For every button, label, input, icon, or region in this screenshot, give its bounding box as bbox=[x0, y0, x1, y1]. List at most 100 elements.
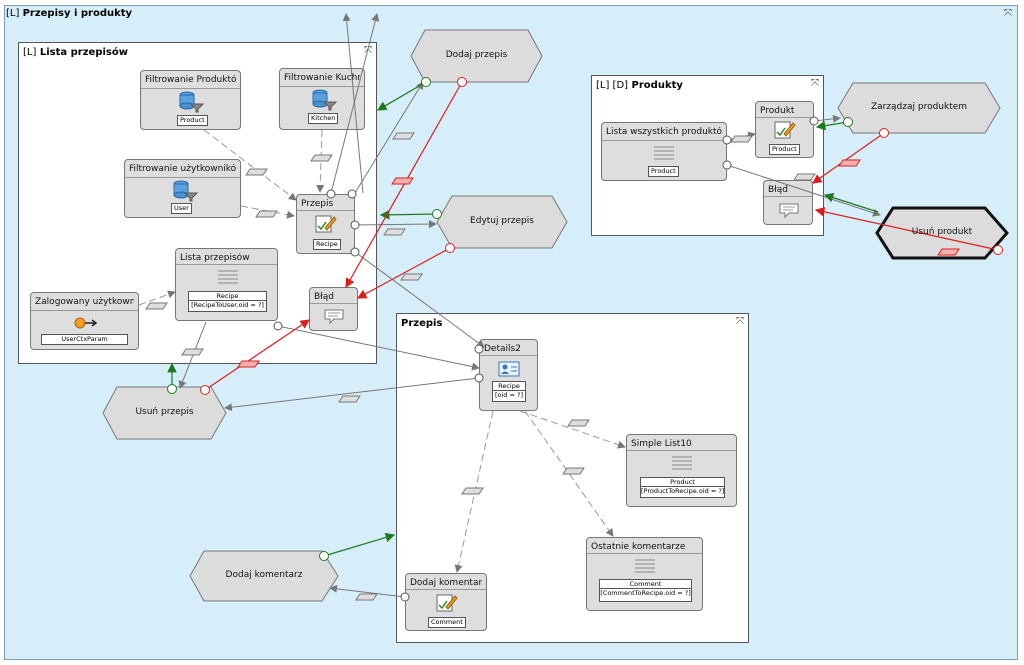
flow-ko bbox=[356, 247, 451, 299]
port[interactable] bbox=[474, 373, 484, 383]
box-filtrowanie-uzytkownikow[interactable]: Filtrowanie użytkowników User bbox=[124, 159, 241, 218]
box-lista-przepisow[interactable]: Lista przepisów Recipe [RecipeToUser.oid… bbox=[175, 248, 278, 321]
link-marker bbox=[838, 159, 861, 167]
flow-ok bbox=[379, 210, 438, 220]
ko-port[interactable] bbox=[993, 245, 1003, 255]
box-dodaj-komentarz[interactable]: Dodaj komentarz Comment bbox=[405, 573, 487, 631]
link-marker bbox=[181, 348, 204, 356]
outer-collapse-icon[interactable]: ⤧ bbox=[1004, 8, 1012, 19]
box-zalogowany-uzytkownik[interactable]: Zalogowany użytkownik UserCtxParam bbox=[30, 292, 139, 350]
port[interactable] bbox=[400, 592, 410, 602]
link-marker bbox=[392, 132, 415, 140]
box-divider bbox=[280, 86, 364, 87]
port[interactable] bbox=[347, 189, 357, 199]
box-divider bbox=[125, 177, 240, 178]
ok-port[interactable] bbox=[843, 117, 853, 127]
outer-prefix: [L] bbox=[6, 8, 20, 19]
link-marker bbox=[355, 593, 378, 601]
link-marker bbox=[237, 360, 260, 368]
flow-ko bbox=[204, 319, 310, 391]
box-divider bbox=[756, 117, 813, 118]
flow-nav bbox=[329, 584, 406, 598]
port[interactable] bbox=[809, 116, 819, 126]
box-entity-tag: Product bbox=[648, 166, 679, 177]
op-usun-przepis[interactable] bbox=[102, 386, 227, 440]
port[interactable] bbox=[273, 321, 283, 331]
box-details2[interactable]: Details2 Recipe [oid = ?] bbox=[479, 339, 538, 411]
ko-port[interactable] bbox=[879, 128, 889, 138]
link-marker bbox=[400, 273, 423, 281]
list-icon bbox=[635, 559, 655, 573]
flow-ok bbox=[815, 120, 849, 131]
link-marker bbox=[937, 248, 960, 256]
flow-ko bbox=[814, 207, 999, 251]
context-param-icon bbox=[74, 317, 98, 329]
ok-port[interactable] bbox=[432, 209, 442, 219]
op-dodaj-przepis[interactable] bbox=[410, 29, 543, 83]
panel-lista-przepisow-title: [L] Lista przepisów bbox=[23, 47, 128, 58]
edit-form-icon bbox=[774, 121, 796, 139]
link-marker bbox=[383, 228, 406, 236]
ok-port[interactable] bbox=[167, 384, 177, 394]
box-title: Błąd bbox=[314, 292, 334, 302]
op-dodaj-komentarz[interactable] bbox=[189, 550, 339, 602]
link-marker bbox=[461, 487, 484, 495]
panel-collapse-icon[interactable]: ⤧ bbox=[736, 316, 744, 327]
ko-port[interactable] bbox=[457, 77, 467, 87]
ko-port[interactable] bbox=[445, 243, 455, 253]
details-icon bbox=[498, 361, 520, 377]
op-usun-produkt-label: Usuń produkt bbox=[911, 227, 973, 237]
flow-dashed bbox=[138, 290, 176, 306]
box-title: Dodaj komentarz bbox=[410, 578, 482, 588]
box-title: Filtrowanie Produktów bbox=[145, 75, 236, 85]
op-edytuj-przepis[interactable] bbox=[436, 195, 568, 249]
panel-title-text: Lista przepisów bbox=[39, 47, 128, 58]
box-filtrowanie-produktow[interactable]: Filtrowanie Produktów Product bbox=[140, 70, 241, 130]
box-lista-wszystkich-produktow[interactable]: Lista wszystkich produktów Product bbox=[601, 122, 727, 181]
box-entity-tag: UserCtxParam bbox=[41, 334, 128, 345]
op-usun-produkt[interactable] bbox=[875, 206, 1009, 260]
op-dodaj-komentarz-label: Dodaj komentarz bbox=[225, 570, 303, 580]
link-marker bbox=[245, 168, 268, 176]
box-blad-produkty[interactable]: Błąd bbox=[763, 180, 813, 225]
op-zarzadzaj-produktem[interactable] bbox=[837, 82, 1001, 134]
tag-filter: [oid = ?] bbox=[493, 390, 525, 399]
port[interactable] bbox=[326, 189, 336, 199]
link-marker bbox=[310, 154, 333, 162]
database-filter-icon bbox=[312, 89, 338, 111]
box-filtrowanie-kuchnii[interactable]: Filtrowanie Kuchnii Kitchen bbox=[279, 68, 365, 130]
ko-port[interactable] bbox=[200, 385, 210, 395]
port[interactable] bbox=[474, 344, 484, 354]
database-filter-icon bbox=[179, 91, 205, 113]
edit-form-icon bbox=[436, 594, 458, 612]
box-entity-tag: Comment [CommentToRecipe.oid = ?] bbox=[599, 579, 692, 602]
flow-nav bbox=[224, 377, 480, 412]
box-divider bbox=[31, 310, 138, 311]
panel-title-text: Produkty bbox=[631, 80, 683, 91]
port[interactable] bbox=[350, 247, 360, 257]
port[interactable] bbox=[722, 160, 732, 170]
list-icon bbox=[672, 456, 692, 470]
ok-port[interactable] bbox=[319, 551, 329, 561]
link-marker bbox=[391, 177, 414, 185]
box-title: Filtrowanie Kuchnii bbox=[284, 73, 360, 83]
box-title: Ostatnie komentarze bbox=[591, 542, 686, 552]
flow-ko bbox=[812, 132, 885, 184]
box-title: Przepis bbox=[301, 199, 334, 209]
tag-entity: Recipe bbox=[498, 382, 520, 390]
panel-collapse-icon[interactable]: ⤧ bbox=[811, 78, 819, 89]
ok-port[interactable] bbox=[421, 77, 431, 87]
flow-dashed bbox=[519, 410, 626, 449]
box-blad-przepisy[interactable]: Błąd bbox=[309, 287, 358, 331]
list-icon bbox=[654, 146, 674, 160]
box-simple-list10[interactable]: Simple List10 Product [ProductToRecipe.o… bbox=[626, 434, 737, 507]
panel-prefix: [L] bbox=[23, 47, 37, 58]
box-ostatnie-komentarze[interactable]: Ostatnie komentarze Comment [CommentToRe… bbox=[586, 537, 703, 611]
box-title: Lista wszystkich produktów bbox=[606, 127, 722, 137]
box-divider bbox=[480, 355, 537, 356]
port[interactable] bbox=[350, 220, 360, 230]
link-marker bbox=[567, 419, 590, 427]
box-produkt-form[interactable]: Produkt Product bbox=[755, 101, 814, 158]
port[interactable] bbox=[722, 135, 732, 145]
flow-nav bbox=[354, 251, 485, 348]
